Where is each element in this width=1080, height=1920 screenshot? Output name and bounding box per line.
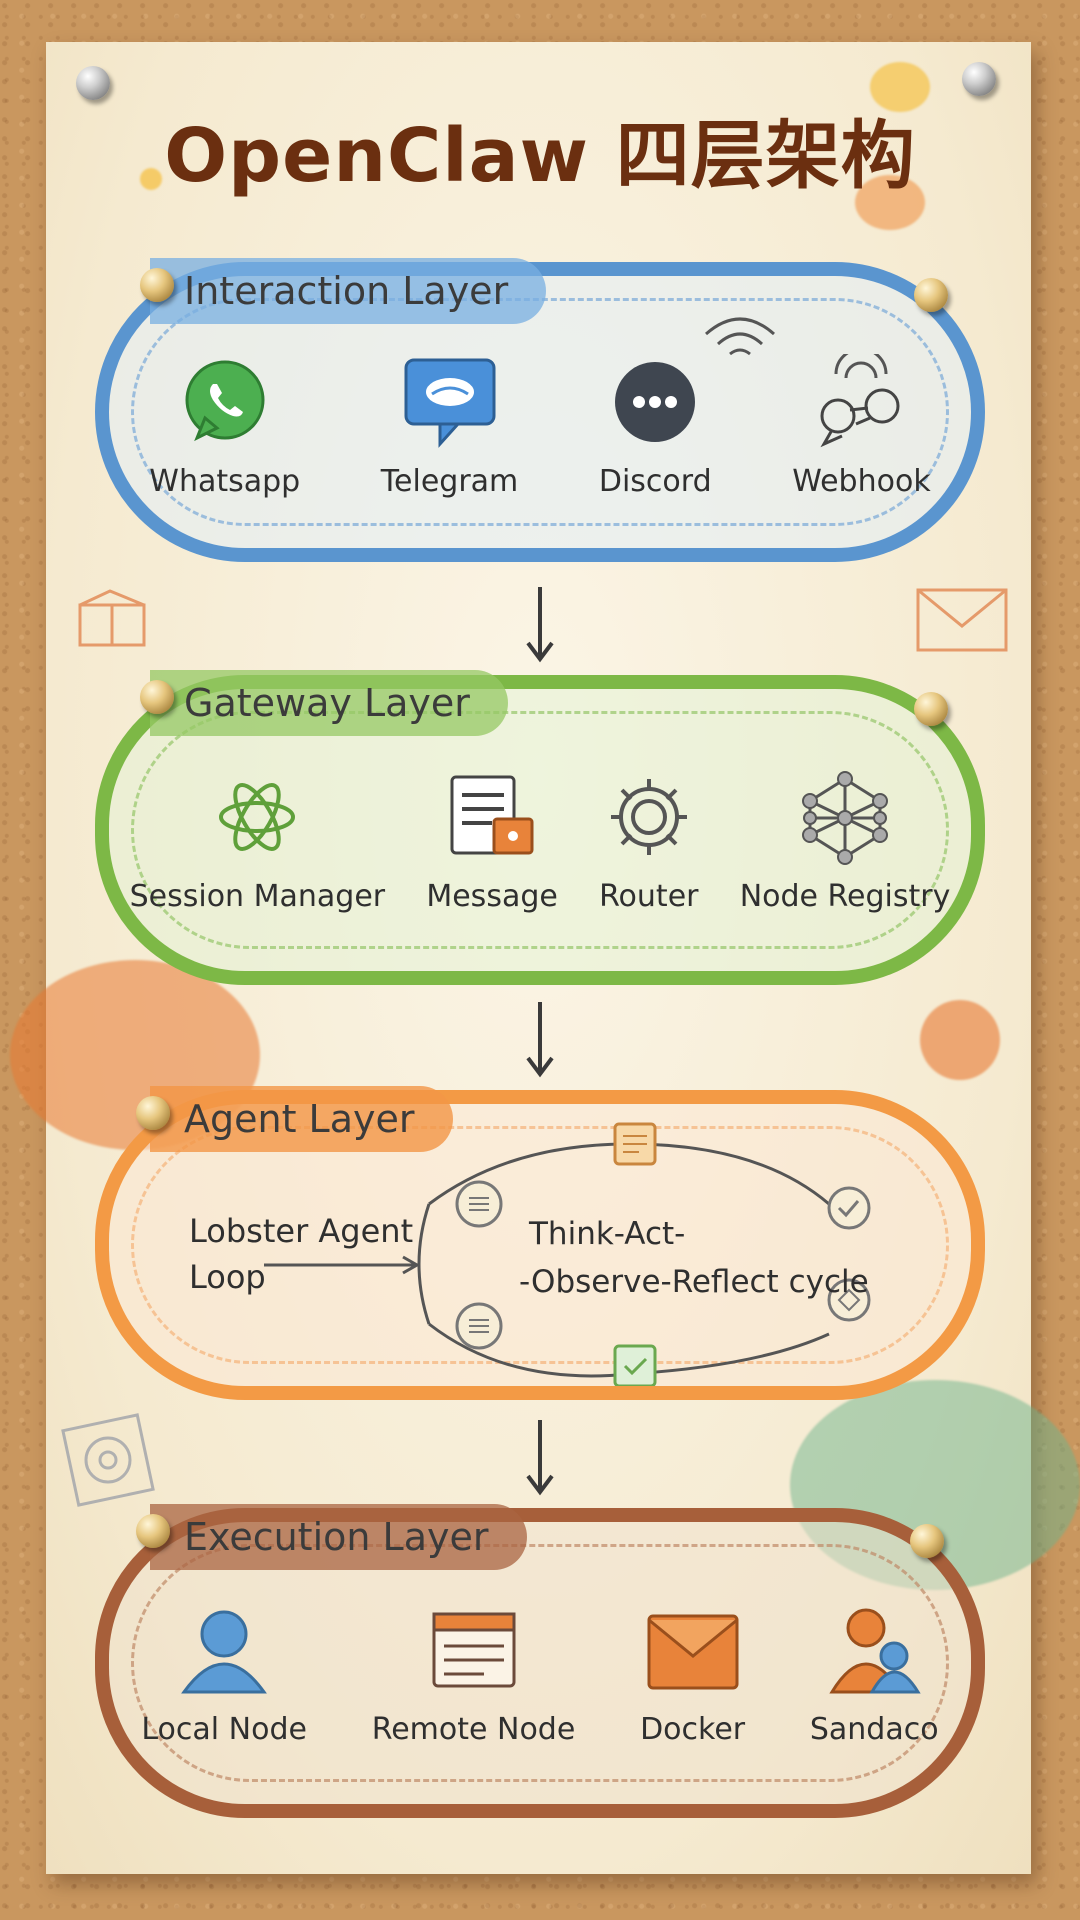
router-gear-icon [610, 779, 687, 855]
local-node-icon [181, 1610, 268, 1694]
session-manager-item: Session Manager [130, 769, 385, 914]
interaction-layer-label: Interaction Layer [150, 258, 547, 324]
push-pin [140, 680, 174, 714]
arrow-down-icon [526, 1420, 554, 1496]
agent-layer-label: Agent Layer [150, 1086, 453, 1152]
remote-node-icon [432, 1612, 516, 1688]
discord-item: Discord [599, 354, 712, 499]
execution-layer-label: Execution Layer [150, 1504, 527, 1570]
message-item: Message [426, 769, 558, 914]
telegram-icon [404, 358, 496, 448]
sandbox-icon [829, 1608, 921, 1694]
session-manager-icon [219, 783, 296, 851]
orange-splash [855, 175, 925, 230]
cycle-label: Think-Act- -Observe-Reflect cycle [519, 1216, 869, 1300]
message-icon [450, 775, 534, 855]
discord-icon [615, 362, 696, 442]
push-pin [914, 692, 948, 726]
page-title: OpenClaw 四层架构 [164, 113, 916, 199]
disc-doodle-icon [61, 1413, 155, 1507]
docker-item: Docker [640, 1602, 745, 1747]
wifi-doodle-icon [705, 317, 775, 356]
router-item: Router [599, 769, 698, 914]
whatsapp-icon [185, 360, 265, 442]
orange-splash [920, 1000, 1000, 1080]
agent-layer: Lobster Agent Loop Think-Act- -Observe-R… [95, 1090, 985, 1400]
cycle-diagram [264, 1122, 871, 1386]
push-pin [76, 66, 110, 100]
docker-icon [647, 1614, 739, 1690]
sandbox-item: Sandaco [810, 1602, 939, 1747]
node-registry-icon [802, 771, 889, 865]
gateway-layer-label: Gateway Layer [150, 670, 508, 736]
push-pin [914, 278, 948, 312]
gift-doodle-icon [78, 589, 146, 647]
push-pin [910, 1524, 944, 1558]
remote-node-item: Remote Node [372, 1602, 575, 1747]
push-pin [136, 1514, 170, 1548]
telegram-item: Telegram [381, 354, 518, 499]
webhook-icon [820, 354, 900, 448]
yellow-splash [870, 62, 930, 112]
arrow-down-icon [526, 587, 554, 663]
push-pin [140, 268, 174, 302]
interaction-layer: Whatsapp Telegram Discord [95, 262, 985, 562]
envelope-doodle-icon [916, 588, 1008, 652]
push-pin [136, 1096, 170, 1130]
local-node-item: Local Node [141, 1602, 307, 1747]
loop-label: Lobster Agent Loop [189, 1212, 414, 1296]
whatsapp-item: Whatsapp [149, 354, 300, 499]
webhook-item: Webhook [792, 354, 931, 499]
arrow-down-icon [526, 1002, 554, 1078]
yellow-splash [140, 168, 162, 190]
node-registry-item: Node Registry [740, 769, 950, 914]
push-pin [962, 62, 996, 96]
